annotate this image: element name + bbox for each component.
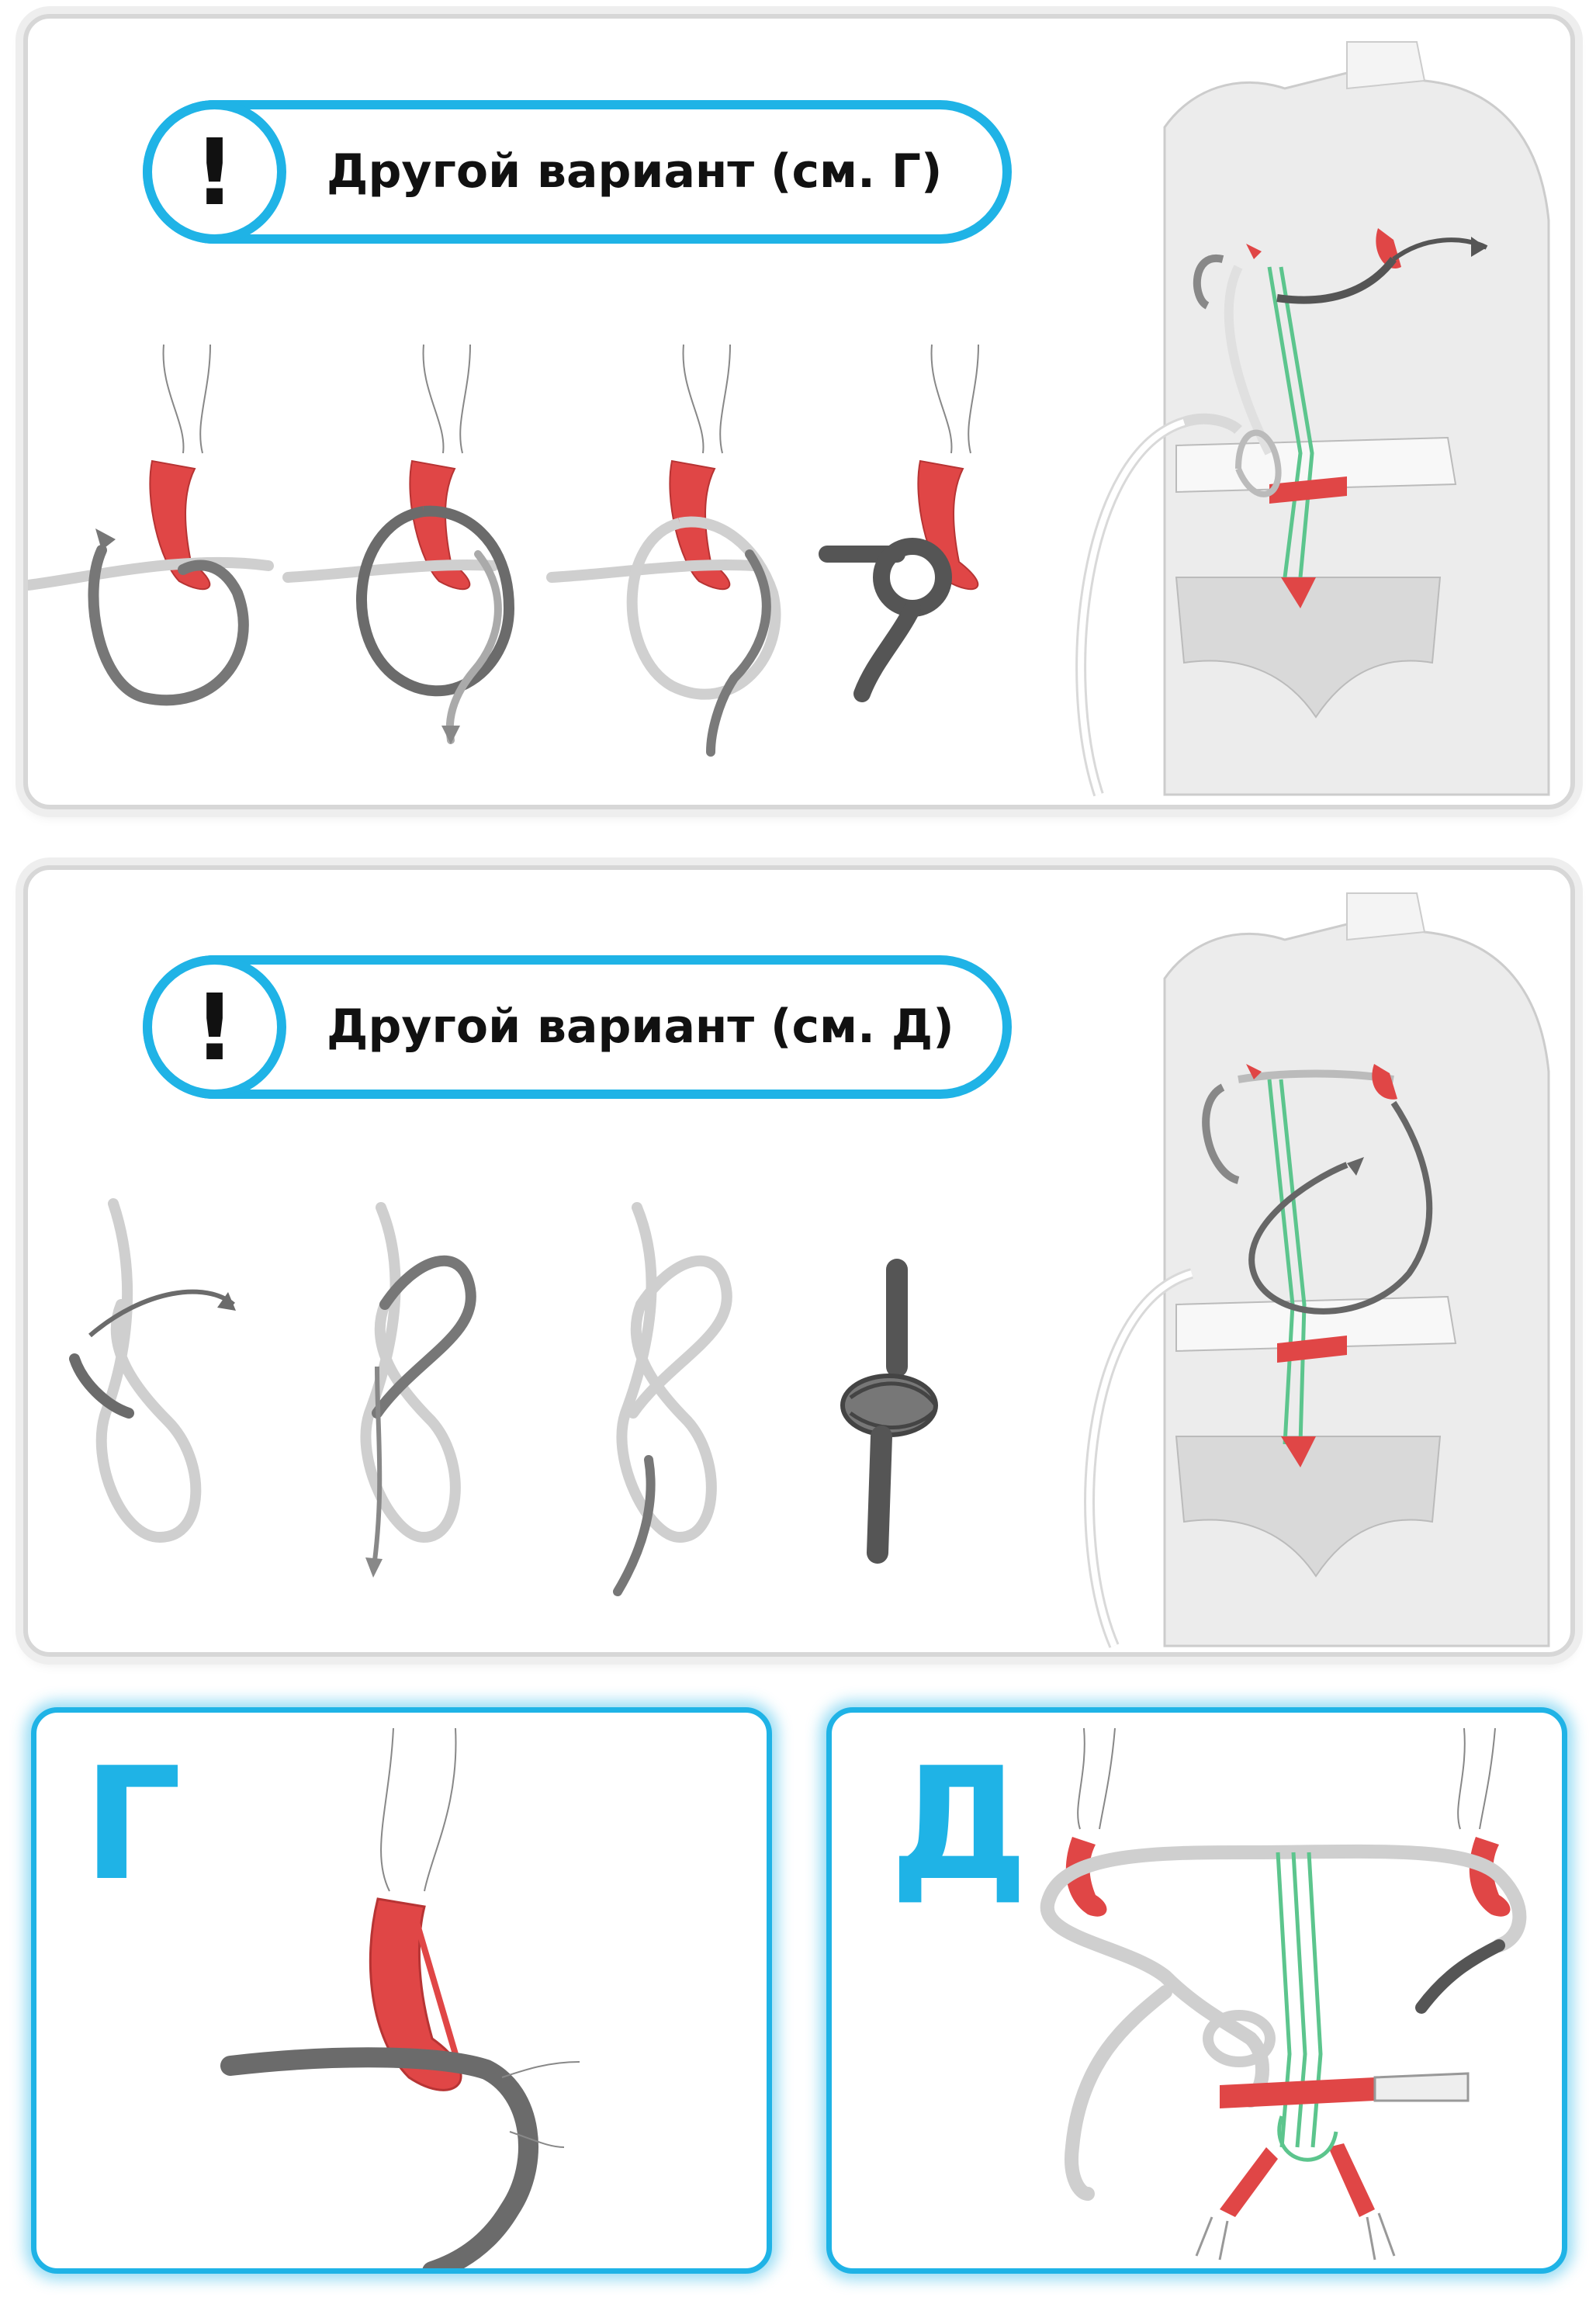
knot-steps-d — [69, 892, 1550, 1648]
detail-illustration-g — [220, 1727, 580, 2268]
panel-variant-g: ! Другой вариант (см. Г) — [23, 14, 1575, 809]
detail-panel-d: Д — [826, 1707, 1567, 2274]
detail-letter: Д — [890, 1734, 1029, 1915]
step-4-illustration — [840, 1259, 938, 1564]
harness-figure-d — [1084, 892, 1550, 1648]
panel-variant-d: ! Другой вариант (см. Д) — [23, 865, 1575, 1657]
exclamation-icon: ! — [193, 973, 236, 1081]
step-3-illustration — [546, 344, 781, 757]
callout-pill: ! Другой вариант (см. Д) — [143, 955, 1012, 1099]
knot-steps-g — [28, 41, 1550, 797]
step-1-illustration — [69, 1198, 236, 1543]
exclamation-icon: ! — [193, 118, 236, 226]
callout-text: Другой вариант (см. Г) — [327, 144, 943, 199]
harness-figure-g — [1075, 41, 1550, 797]
step-2-illustration — [360, 1202, 476, 1578]
step-2-illustration — [282, 344, 515, 744]
detail-letter: Г — [83, 1734, 182, 1915]
detail-illustration-d — [1040, 1727, 1527, 2261]
callout-text: Другой вариант (см. Д) — [327, 1000, 954, 1054]
detail-panel-g: Г — [31, 1707, 772, 2274]
step-3-illustration — [613, 1202, 732, 1596]
step-4-illustration — [819, 344, 979, 702]
step-1-illustration — [28, 344, 274, 706]
callout-pill: ! Другой вариант (см. Г) — [143, 100, 1012, 244]
